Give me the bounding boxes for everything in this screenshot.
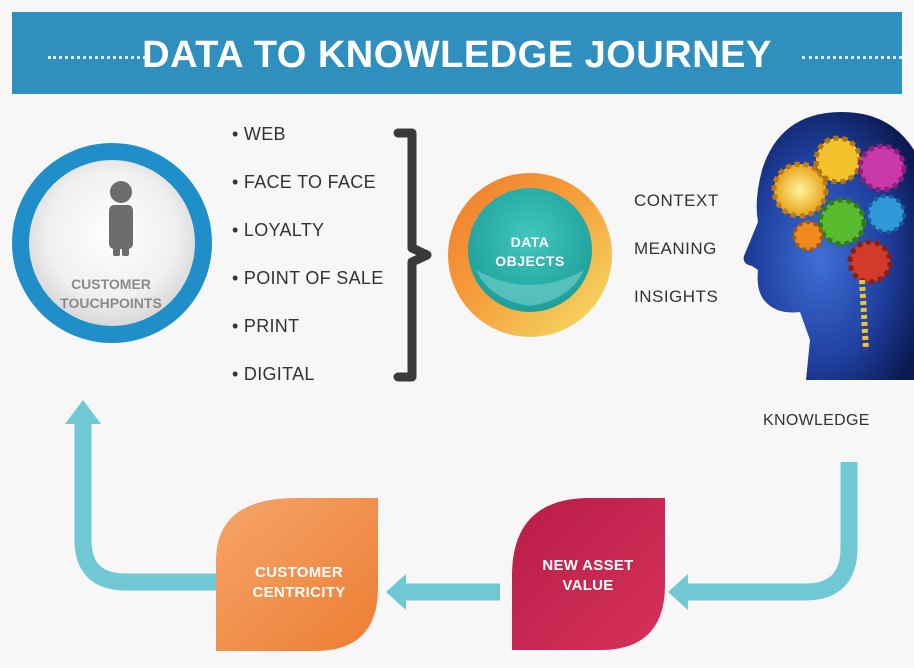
data-objects-circle [448,173,612,337]
arrow-knowledge-to-asset-head [668,574,688,610]
left-dotted-rule [48,56,146,59]
person-icon [109,181,133,256]
right-dotted-rule [802,56,902,59]
data-objects-label-line1: DATA [510,234,550,250]
customer-centricity-label-line1: CUSTOMER [255,564,343,581]
new-asset-value-label-line1: NEW ASSET [542,557,634,574]
customer-centricity-label-line2: CENTRICITY [252,584,346,601]
new-asset-value-label-line2: VALUE [562,577,614,594]
touchpoints-label-line1: CUSTOMER [71,276,151,292]
arrow-knowledge-to-asset [684,462,858,601]
channel-item: • PRINT [232,316,300,336]
data-objects-label-line2: OBJECTS [495,253,565,269]
knowledge-label: KNOWLEDGE [763,412,870,429]
outcome-item: CONTEXT [634,191,719,210]
outcome-item: MEANING [634,239,717,258]
page-title: DATA TO KNOWLEDGE JOURNEY [142,34,772,76]
new-asset-value-leaf [512,498,665,650]
customer-centricity-leaf [216,498,378,651]
channels-bracket [393,128,432,382]
title-banner: DATA TO KNOWLEDGE JOURNEY [12,12,902,94]
arrow-asset-to-centricity-head [386,574,406,610]
channel-item: • LOYALTY [232,220,325,240]
channel-item: • POINT OF SALE [232,268,384,288]
arrow-centricity-to-touchpoints [74,420,216,591]
touchpoints-label-line2: TOUCHPOINTS [60,295,162,311]
channel-item: • FACE TO FACE [232,172,376,192]
arrow-centricity-to-touchpoints-head [65,400,101,424]
channel-item: • WEB [232,124,286,144]
brain-gears-head-image [743,112,914,380]
channel-item: • DIGITAL [232,364,315,384]
outcome-item: INSIGHTS [634,287,719,306]
